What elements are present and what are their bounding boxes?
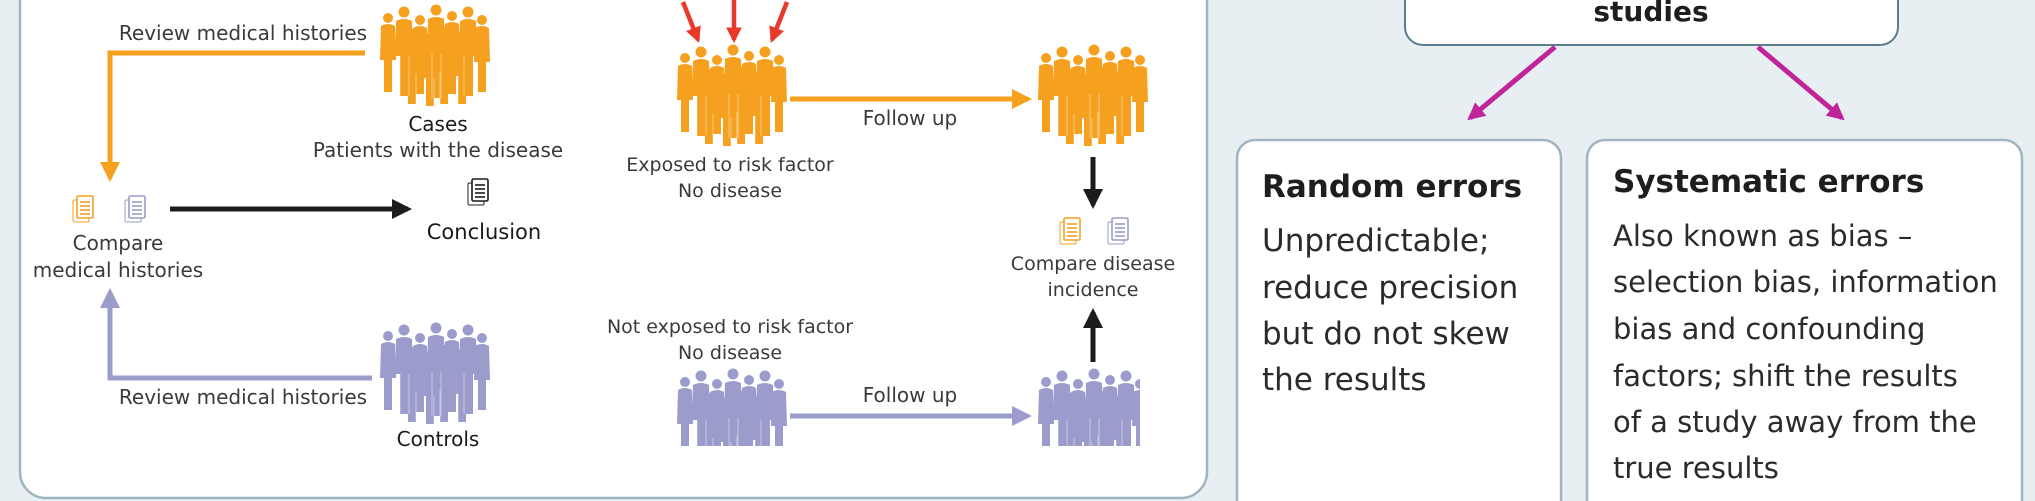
- cases-title: Cases: [408, 112, 467, 136]
- random-errors-line: reduce precision: [1262, 270, 1518, 306]
- compare-label-1: Compare: [73, 231, 164, 255]
- study-panel: [18, 0, 1209, 500]
- compare-label-2: medical histories: [33, 258, 203, 282]
- review-label-top: Review medical histories: [119, 21, 367, 45]
- controls-label: Controls: [397, 427, 480, 451]
- systematic-errors-box: [1585, 138, 2024, 501]
- conclusion-label: Conclusion: [427, 220, 541, 244]
- random-errors-line: Unpredictable;: [1262, 223, 1489, 259]
- risk-arrow-right: [769, 1, 790, 43]
- random-errors-line: but do not skew: [1262, 316, 1510, 352]
- systematic-errors-line: selection bias, information: [1613, 265, 1998, 299]
- review-label-bottom: Review medical histories: [119, 385, 367, 409]
- case-control-section: Review medical histories Cases Patients …: [33, 4, 563, 451]
- cohort-section: Exposed to risk factor No disease Follow…: [607, 0, 1175, 446]
- random-errors-title: Random errors: [1262, 169, 1522, 205]
- cases-subtitle: Patients with the disease: [313, 138, 563, 162]
- random-errors-box: [1235, 138, 1563, 501]
- systematic-errors-arrow: [1756, 45, 1845, 121]
- compare-incidence-label-1: Compare disease: [1011, 253, 1175, 275]
- systematic-errors-line: true results: [1613, 451, 1779, 485]
- random-errors-line: the results: [1262, 362, 1427, 398]
- not-exposed-label-2: No disease: [678, 342, 782, 364]
- not-exposed-label-1: Not exposed to risk factor: [607, 316, 853, 338]
- systematic-errors-title: Systematic errors: [1613, 164, 1924, 200]
- random-errors-arrow: [1467, 45, 1557, 121]
- studies-box-text: studies: [1593, 0, 1708, 28]
- errors-section: studies Random errors Unpredictable; red…: [1235, 0, 2024, 501]
- review-arrow-cases: [100, 50, 365, 182]
- studies-box: [1404, 0, 1899, 46]
- follow-up-label-top: Follow up: [863, 106, 957, 130]
- risk-arrow-left: [680, 1, 701, 43]
- systematic-errors-line: bias and confounding: [1613, 312, 1925, 346]
- exposed-label-1: Exposed to risk factor: [626, 154, 834, 176]
- systematic-errors-line: Also known as bias –: [1613, 219, 1912, 253]
- compare-incidence-label-2: incidence: [1048, 279, 1139, 301]
- exposed-label-2: No disease: [678, 180, 782, 202]
- systematic-errors-line: factors; shift the results: [1613, 359, 1958, 393]
- review-arrow-controls: [100, 288, 372, 381]
- systematic-errors-line: of a study away from the: [1613, 405, 1977, 439]
- follow-up-label-bottom: Follow up: [863, 383, 957, 407]
